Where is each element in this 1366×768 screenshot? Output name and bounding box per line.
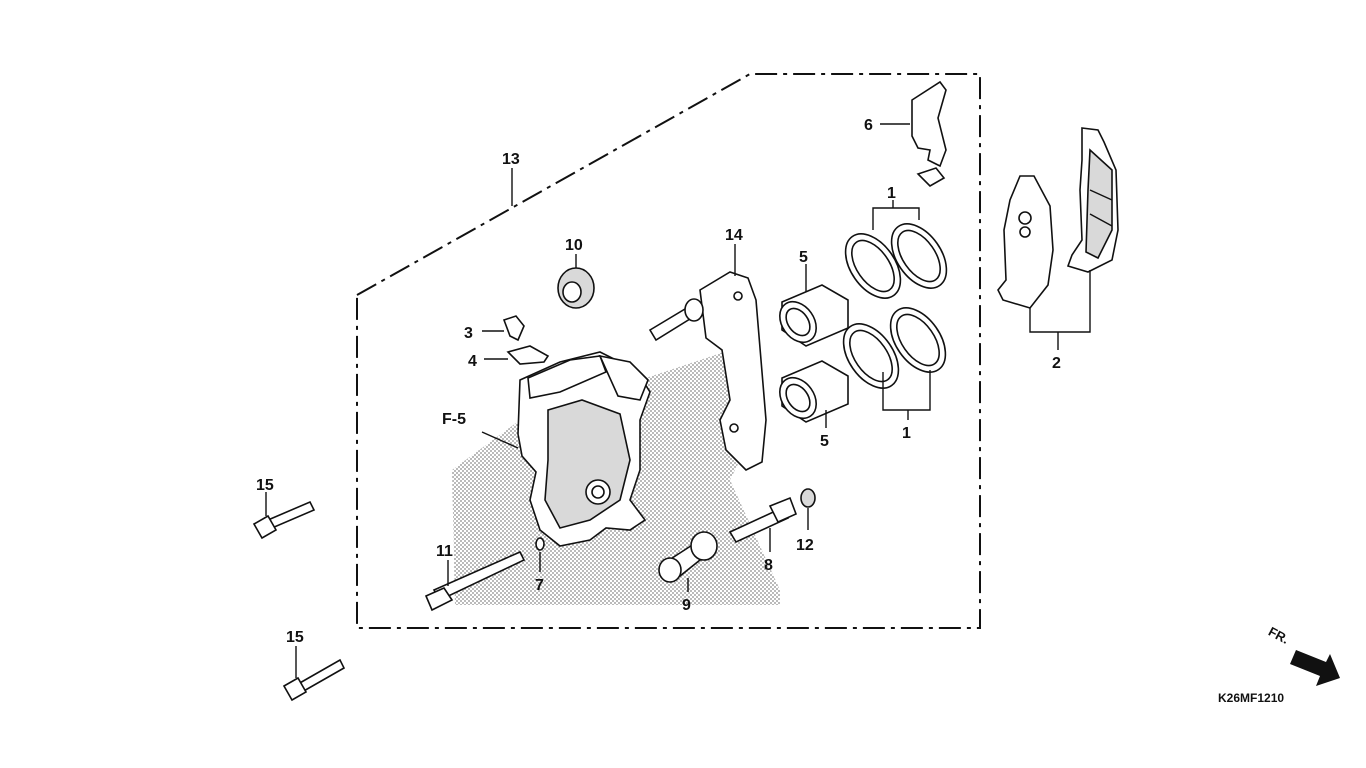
diagram-code: K26MF1210: [1218, 691, 1284, 705]
callout-4: 4: [468, 353, 477, 370]
callout-7: 7: [535, 577, 544, 594]
clips: [502, 315, 550, 365]
callout-1-bottom: 1: [902, 425, 911, 442]
callout-14: 14: [725, 227, 743, 244]
banjo-bolt: [658, 531, 718, 583]
callout-1-top: 1: [887, 185, 896, 202]
caliper-body: [517, 351, 651, 547]
brake-pad-outer: [997, 175, 1054, 309]
leader-2: [1029, 270, 1091, 350]
caliper-bracket: [648, 271, 767, 471]
bleed-cap: [557, 267, 595, 309]
leader-f5: [481, 431, 519, 449]
callout-3: 3: [464, 325, 473, 342]
pad-spring: [911, 80, 947, 187]
callout-10: 10: [565, 237, 583, 254]
callout-5-top: 5: [799, 249, 808, 266]
direction-label: FR.: [1266, 624, 1292, 647]
reference-label: F-5: [442, 411, 466, 428]
callout-13: 13: [502, 151, 520, 168]
callout-6: 6: [864, 117, 873, 134]
leader-1-bottom: [882, 370, 931, 420]
mounting-bolt-lower: [282, 658, 346, 702]
leader-1-top: [872, 200, 920, 230]
front-direction-arrow: [1290, 650, 1340, 686]
callout-2: 2: [1052, 355, 1061, 372]
brake-pad-inner: [1066, 127, 1119, 273]
assembly-boundary: [356, 73, 981, 629]
pistons: [779, 284, 849, 423]
bleeder-valve: [728, 496, 798, 544]
bleeder-cap: [800, 488, 816, 508]
seal-rings: [842, 223, 948, 389]
callout-15-lower: 15: [286, 629, 304, 646]
callout-9: 9: [682, 597, 691, 614]
callout-12: 12: [796, 537, 814, 554]
callout-5-bottom: 5: [820, 433, 829, 450]
callout-8: 8: [764, 557, 773, 574]
mounting-bolt-upper: [252, 500, 316, 540]
callout-11: 11: [436, 543, 453, 560]
pin-bolt: [424, 550, 526, 612]
callout-15-upper: 15: [256, 477, 274, 494]
nut-7: [535, 537, 545, 551]
